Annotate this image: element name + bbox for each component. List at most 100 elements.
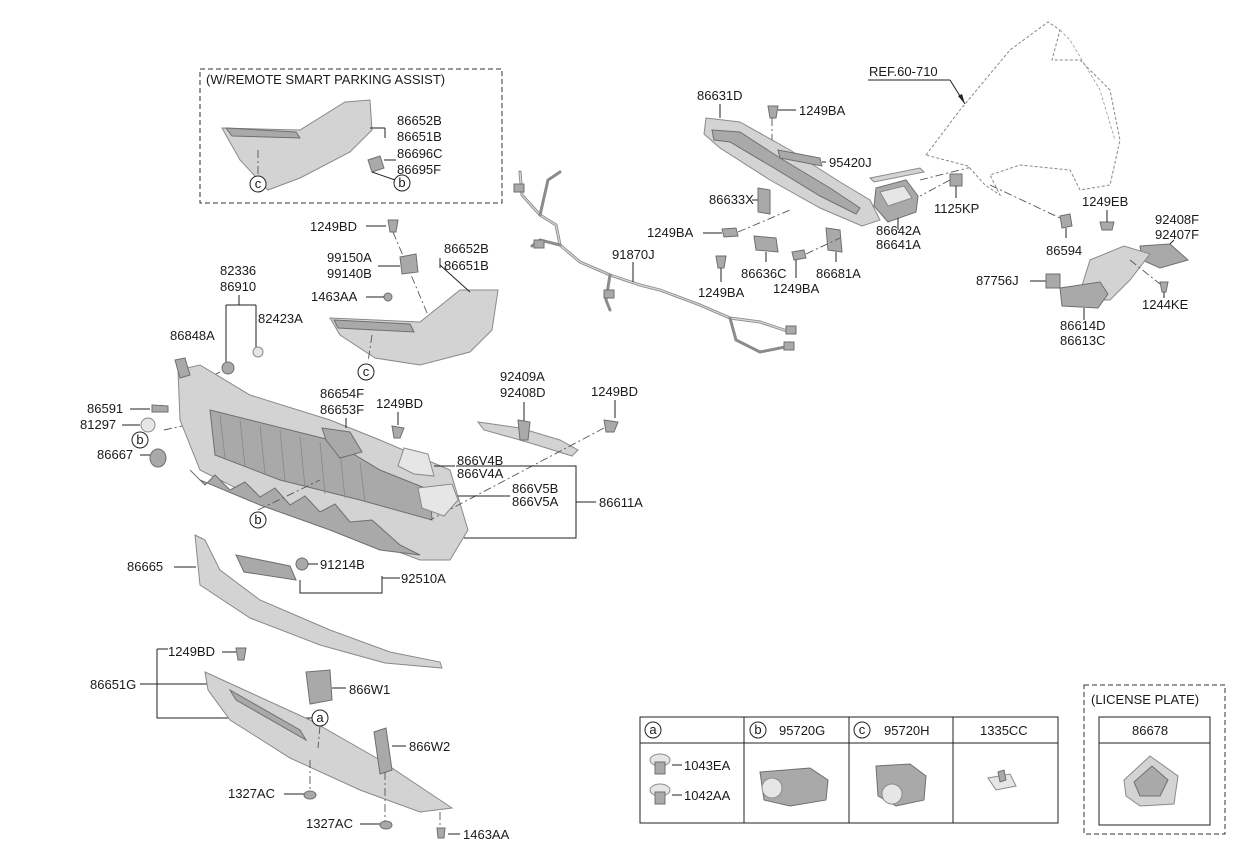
label-95420J: 95420J	[829, 155, 872, 170]
label-99140B: 99140B	[327, 266, 372, 281]
remote-parking-assist-title: (W/REMOTE SMART PARKING ASSIST)	[206, 72, 445, 87]
table-col-c-tag: c	[859, 722, 866, 737]
label-86611A: 86611A	[599, 495, 643, 510]
callout-b-left	[131, 431, 149, 449]
emblem-nut	[221, 361, 235, 375]
screw-1244KE	[1159, 281, 1169, 293]
label-86594: 86594	[1046, 243, 1082, 258]
label-99150A: 99150A	[327, 250, 372, 265]
table-col-b-part: 95720G	[779, 723, 825, 738]
reflector-866V4B	[397, 447, 435, 477]
label-1125KP: 1125KP	[934, 201, 979, 216]
label-86591: 86591	[87, 401, 123, 416]
callout-b-box	[393, 174, 411, 192]
remote-parking-assist-box	[199, 68, 503, 204]
right-brackets-group: 86594 1249EB 92408F 92407F 86614D 86613C…	[976, 194, 1199, 348]
label-82423A: 82423A	[258, 311, 303, 326]
label-91214B: 91214B	[320, 557, 365, 572]
sensor-bracket-box	[367, 155, 385, 173]
screw-1249BA-br	[791, 249, 807, 261]
label-866V5B: 866V5B	[512, 481, 558, 496]
label-1249EB: 1249EB	[1082, 194, 1128, 209]
label-86613C: 86613C	[1060, 333, 1106, 348]
label-866W1: 866W1	[349, 682, 390, 697]
label-81297: 81297	[80, 417, 116, 432]
label-1463AA-a: 1463AA	[311, 289, 358, 304]
fender-panel-ref	[925, 21, 1121, 197]
label-86653F: 86653F	[320, 402, 364, 417]
lower-trim-86665	[194, 534, 443, 669]
screw-1249EB	[1099, 221, 1115, 231]
screw-1249BD-b	[391, 425, 405, 439]
bumper-side-tab	[174, 357, 191, 379]
left-fasteners-group: 82336 86910 82423A 86848A 86591 81297 b …	[80, 263, 303, 468]
label-866V5A: 866V5A	[512, 494, 559, 509]
remote-parking-assist-group: (W/REMOTE SMART PARKING ASSIST) 86652B 8…	[199, 68, 503, 204]
label-86633X: 86633X	[709, 192, 754, 207]
bracket-86681A	[825, 227, 843, 253]
label-1249BA-br: 1249BA	[773, 281, 820, 296]
callout-c-box	[249, 175, 267, 193]
label-86654F: 86654F	[320, 386, 364, 401]
light-strip-clip	[517, 419, 531, 441]
callout-c-main-text: c	[363, 364, 370, 379]
label-86631D: 86631D	[697, 88, 743, 103]
callout-c-box-text: c	[255, 176, 262, 191]
center-brackets-group: 86654F 86653F 1249BD 92409A 92408D 1249B…	[320, 369, 643, 539]
pad-87756J	[1045, 273, 1061, 289]
label-1249BA-left: 1249BA	[647, 225, 694, 240]
label-86652B-box: 86652B	[397, 113, 442, 128]
label-91870J: 91870J	[612, 247, 655, 262]
table-col-d-part: 1335CC	[980, 723, 1028, 738]
clip-1327AC-b	[379, 820, 393, 830]
lower-trim-group: 86665 91214B 92510A 1249BD 86651G a 866W…	[90, 534, 510, 842]
label-1249BD-a: 1249BD	[310, 219, 357, 234]
label-86651B-box: 86651B	[397, 129, 442, 144]
license-plate-part: 86678	[1132, 723, 1168, 738]
bracket-92510A	[235, 554, 297, 581]
screw-1249BD-d	[235, 647, 247, 661]
callout-a-skid-text: a	[316, 710, 324, 725]
sensor-bracket-99150A	[399, 253, 419, 275]
label-1249BD-d: 1249BD	[168, 644, 215, 659]
label-ref: REF.60-710	[869, 64, 938, 79]
label-82336: 82336	[220, 263, 256, 278]
label-866V4B: 866V4B	[457, 453, 503, 468]
callout-b-box-text: b	[398, 175, 405, 190]
label-92510A: 92510A	[401, 571, 446, 586]
label-86910: 86910	[220, 279, 256, 294]
label-1249BD-c: 1249BD	[591, 384, 638, 399]
fastener-table: a b 95720G c 95720H 1335CC 1043EA 1042AA	[639, 716, 1059, 824]
label-86665: 86665	[127, 559, 163, 574]
cap-81297	[140, 417, 156, 433]
bumper-corner-piece-box	[221, 99, 373, 191]
license-plate-group: (LICENSE PLATE) 86678	[1083, 684, 1226, 835]
label-92408F: 92408F	[1155, 212, 1199, 227]
screw-1249BA-bl	[715, 255, 727, 269]
bracket-86654F	[321, 427, 363, 459]
label-1463AA-b: 1463AA	[463, 827, 510, 842]
label-86681A: 86681A	[816, 266, 861, 281]
front-bumper-group: b	[174, 357, 469, 561]
foam-95420J	[777, 149, 823, 167]
bumper-corner-piece-lip	[333, 319, 415, 333]
screw-1249BD-a	[387, 219, 399, 233]
label-86614D: 86614D	[1060, 318, 1106, 333]
callout-b-bumper-text: b	[254, 512, 261, 527]
label-86651G: 86651G	[90, 677, 136, 692]
table-col-c-part: 95720H	[884, 723, 930, 738]
reflector-866V5B	[417, 483, 459, 517]
bumper-corner-piece	[329, 289, 499, 366]
beam-group: 86631D 1249BA 95420J 86633X 1249BA 86642…	[647, 88, 1001, 300]
clip-86594	[1059, 213, 1073, 229]
label-86651B: 86651B	[444, 258, 489, 273]
skid-plate-86651G	[204, 671, 454, 813]
bracket-866W1	[305, 669, 333, 705]
callout-c-main	[357, 363, 375, 381]
callout-b-left-text: b	[136, 432, 143, 447]
label-1249BA-bl: 1249BA	[698, 285, 745, 300]
fender-group: REF.60-710	[868, 21, 1121, 219]
nut-91214B	[295, 557, 309, 571]
label-86652B: 86652B	[444, 241, 489, 256]
